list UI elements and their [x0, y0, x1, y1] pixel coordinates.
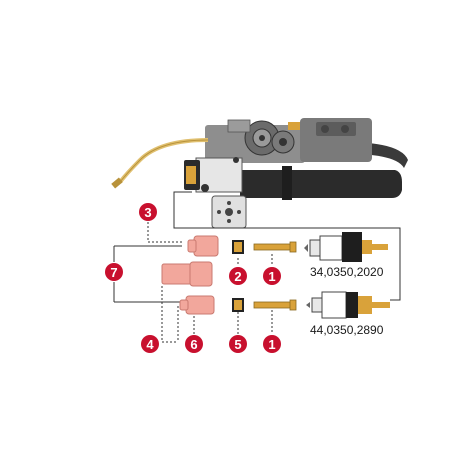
callout-6-label: 6: [190, 337, 197, 352]
callout-7: 7: [105, 263, 123, 281]
callout-1-lower: 1: [263, 335, 281, 353]
callout-4-label: 4: [146, 337, 154, 352]
part-number-upper: 34,0350,2020: [310, 265, 384, 279]
brass-fitting: [288, 122, 300, 130]
mounting-bracket: [211, 195, 247, 229]
gas-lens-lower: [232, 298, 244, 312]
hose-coupling: [282, 166, 292, 200]
callout-2: 2: [229, 267, 247, 285]
connector-lines: [113, 191, 401, 343]
callout-4: 4: [141, 335, 159, 353]
torch-assembly-illustration: [111, 118, 408, 229]
callout-6: 6: [185, 335, 203, 353]
hose: [240, 170, 402, 198]
callout-7-label: 7: [110, 265, 117, 280]
collet-upper: [253, 241, 297, 253]
callout-5: 5: [229, 335, 247, 353]
part-number-lower: 44,0350,2890: [310, 323, 384, 337]
callout-1-upper: 1: [263, 267, 281, 285]
callout-5-label: 5: [234, 337, 241, 352]
callout-1-upper-label: 1: [268, 269, 275, 284]
callout-1-lower-label: 1: [268, 337, 275, 352]
upper-parts-row: [161, 232, 388, 287]
lower-parts-row: [179, 291, 390, 319]
torch-body-lower: [306, 291, 390, 319]
callout-3-label: 3: [144, 205, 151, 220]
callout-3: 3: [139, 203, 157, 221]
gas-lens-upper: [232, 240, 244, 254]
torch-body-upper: [304, 232, 388, 262]
nozzle-upper: [187, 235, 219, 257]
callout-2-label: 2: [234, 269, 241, 284]
nozzle-long: [161, 261, 213, 287]
collet-lower: [253, 299, 297, 311]
wire-feeder-gear: [244, 120, 295, 156]
nozzle-lower: [179, 295, 215, 315]
cable-tip: [111, 177, 123, 189]
